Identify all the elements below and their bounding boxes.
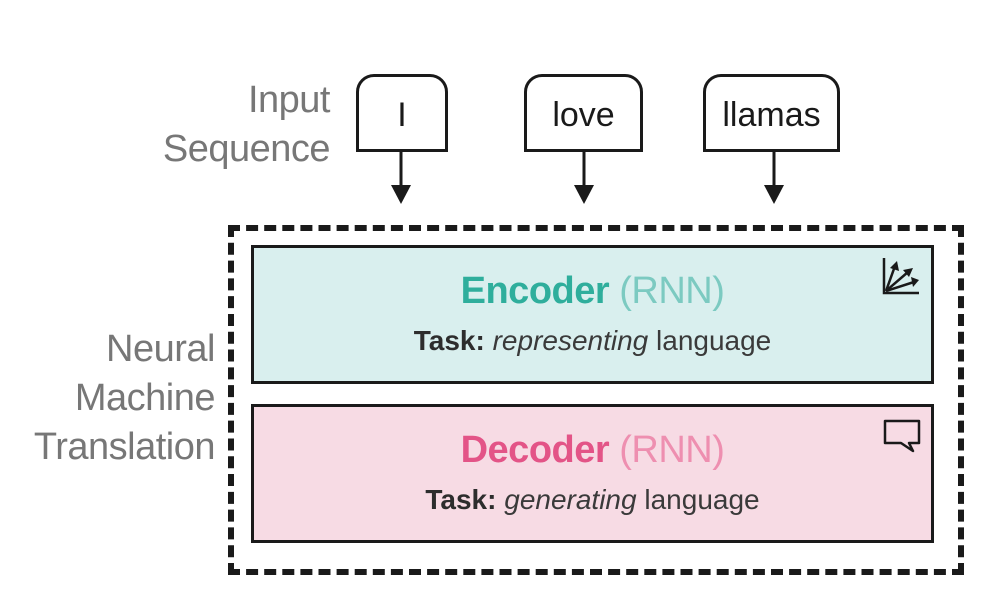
token-box-i: I [356,74,448,152]
input-sequence-label: Input Sequence [120,76,331,174]
decoder-block: Decoder (RNN) Task: generating language [251,404,934,543]
arrow-down-icon [764,151,784,204]
input-label-line-2: Sequence [162,128,331,170]
encoder-title: Encoder (RNN) [254,270,931,313]
speech-bubble-icon [883,419,921,453]
arrow-down-icon [391,151,411,204]
encoder-title-paren: (RNN) [619,270,725,312]
vector-arrows-icon [882,258,919,295]
token-text: I [397,95,407,134]
encoder-task-verb: representing [492,325,649,356]
decoder-task: Task: generating language [254,484,931,516]
encoder-task-rest: language [656,325,772,356]
nmt-label-line-2: Machine [74,377,216,419]
token-text: love [552,95,615,134]
encoder-block: Encoder (RNN) Task: representing languag… [251,245,934,384]
decoder-title: Decoder (RNN) [254,429,931,472]
token-text: llamas [722,95,821,134]
encoder-title-text: Encoder [460,270,610,312]
arrow-down-icon [574,151,594,204]
decoder-title-paren: (RNN) [619,429,725,471]
encoder-task-label: Task: [413,325,485,356]
decoder-task-rest: language [644,484,760,515]
decoder-task-verb: generating [504,484,637,515]
nmt-label-line-3: Translation [33,426,216,468]
encoder-task: Task: representing language [254,325,931,357]
nmt-dashed-frame [228,225,964,575]
input-label-line-1: Input [247,79,331,121]
nmt-label: Neural Machine Translation [10,325,216,472]
decoder-task-label: Task: [425,484,497,515]
token-box-llamas: llamas [703,74,840,152]
token-box-love: love [524,74,643,152]
nmt-label-line-1: Neural [106,328,215,370]
decoder-title-text: Decoder [460,429,610,471]
